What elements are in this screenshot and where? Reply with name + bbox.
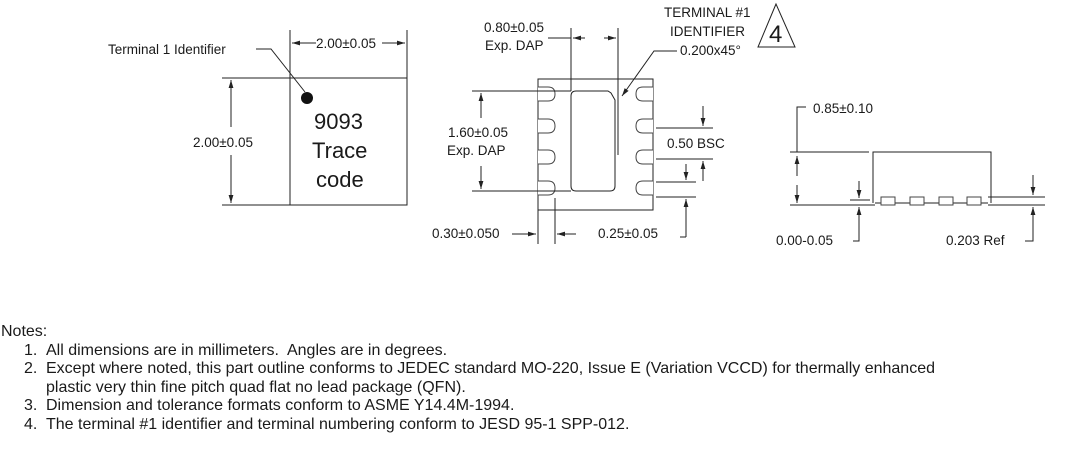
bottom-view: 0.80±0.05 Exp. DAP TERMINAL #1 IDENTIFIE… (432, 2, 796, 244)
note-text: Dimension and tolerance formats conform … (46, 397, 515, 415)
terminal-id-line-2: IDENTIFIER (670, 24, 745, 39)
top-view: 2.00±0.05 2.00±0.05 Terminal 1 Identifie… (108, 30, 408, 206)
lead-length-dim: 0.30±0.050 (432, 226, 499, 241)
note-item: 4. The terminal #1 identifier and termin… (0, 416, 1080, 435)
note-number: 1. (24, 341, 38, 359)
marking-line-3: code (316, 167, 364, 192)
note-ref-triangle-icon (757, 2, 796, 48)
terminal-id-line-1: TERMINAL #1 (664, 5, 751, 20)
left-pads (538, 86, 556, 196)
side-height-dim: 0.85±0.10 (813, 101, 873, 116)
terminal1-dot-icon (301, 92, 313, 104)
dap-height-dim: 1.60±0.05 (448, 125, 508, 140)
note-number: 4. (24, 415, 38, 433)
top-width-dim: 2.00±0.05 (316, 36, 376, 51)
package-outline-drawing: 2.00±0.05 2.00±0.05 Terminal 1 Identifie… (108, 2, 1045, 248)
note-item: 2. Except where noted, this part outline… (0, 360, 1080, 397)
bottom-view-body-outline (537, 78, 654, 211)
terminal1-identifier-label: Terminal 1 Identifier (108, 42, 226, 57)
right-pads (635, 86, 653, 196)
lead-width-dim: 0.25±0.05 (598, 226, 658, 241)
note-number: 3. (24, 397, 38, 415)
side-leads (880, 196, 982, 206)
note-item: 1. All dimensions are in millimeters. An… (0, 342, 1080, 361)
note-text: Except where noted, this part outline co… (46, 360, 935, 396)
dap-height-label: Exp. DAP (447, 143, 506, 158)
notes-section: Notes: 1. All dimensions are in millimet… (0, 323, 1080, 435)
marking-line-1: 9093 (314, 109, 363, 134)
notes-title: Notes: (1, 323, 48, 340)
marking-line-2: Trace (312, 138, 367, 163)
note-text: All dimensions are in millimeters. Angle… (46, 341, 448, 359)
note-text: The terminal #1 identifier and terminal … (46, 415, 630, 433)
note-number: 2. (24, 360, 38, 378)
note-item: 3. Dimension and tolerance formats confo… (0, 397, 1080, 416)
side-view-body-outline (872, 151, 992, 203)
top-height-dim: 2.00±0.05 (193, 135, 253, 150)
dap-width-label: Exp. DAP (485, 38, 544, 53)
side-view: 0.85±0.10 0.00-0.05 0.203 Ref (776, 101, 1045, 248)
terminal-id-line-3: 0.200x45° (680, 43, 741, 58)
lead-thickness-dim: 0.203 Ref (946, 233, 1005, 248)
dap-width-dim: 0.80±0.05 (484, 20, 544, 35)
pitch-dim: 0.50 BSC (667, 136, 725, 151)
top-view-body-outline (289, 77, 408, 206)
note-ref-number: 4 (769, 21, 782, 48)
exposed-dap (570, 90, 616, 192)
standoff-dim: 0.00-0.05 (776, 233, 833, 248)
